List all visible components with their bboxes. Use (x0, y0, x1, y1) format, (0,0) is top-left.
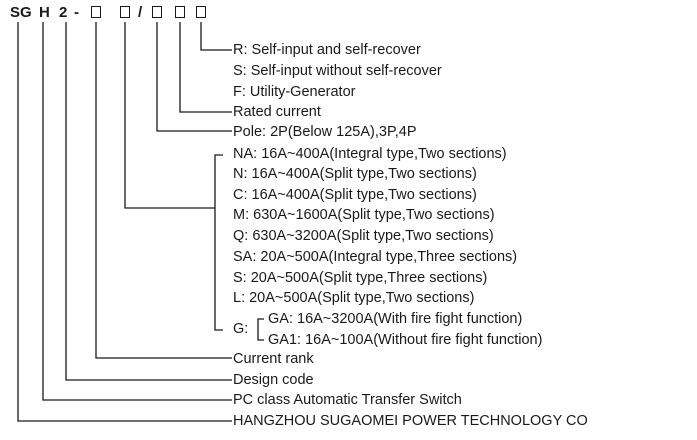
model-code-dash: - (74, 4, 79, 21)
model-code-slash: / (138, 4, 143, 21)
type-c: C: 16A~400A(Split type,Two sections) (233, 187, 477, 203)
connector-design-code (65, 22, 232, 381)
design-code-label: Design code (233, 372, 314, 388)
model-code-2: 2 (59, 4, 68, 21)
type-q: Q: 630A~3200A(Split type,Two sections) (233, 228, 494, 244)
type-box (120, 6, 130, 18)
pole-box (152, 6, 162, 18)
connector-rated-current (179, 22, 232, 113)
current-rank-label: Current rank (233, 351, 314, 367)
type-s: S: 20A~500A(Split type,Three sections) (233, 270, 488, 286)
connector-options (200, 22, 232, 51)
type-l: L: 20A~500A(Split type,Two sections) (233, 290, 475, 306)
connector-type (124, 22, 215, 209)
option-f: F: Utility-Generator (233, 84, 356, 100)
rated-current-box (175, 6, 185, 18)
current-rank-box (91, 6, 101, 18)
pc-class-label: PC class Automatic Transfer Switch (233, 392, 462, 408)
type-ga1: GA1: 16A~100A(Without fire fight functio… (268, 332, 543, 348)
type-n: N: 16A~400A(Split type,Two sections) (233, 166, 477, 182)
type-ga: GA: 16A~3200A(With fire fight function) (268, 311, 523, 327)
connector-company (17, 22, 232, 422)
type-bracket (214, 154, 223, 331)
connector-current-rank (95, 22, 232, 359)
ga-bracket (257, 318, 264, 341)
model-code-h: H (39, 4, 50, 21)
model-code-sg: SG (10, 4, 32, 21)
type-g: G: (233, 321, 249, 337)
connector-pole (156, 22, 232, 132)
option-box (196, 6, 206, 18)
type-na: NA: 16A~400A(Integral type,Two sections) (233, 146, 507, 162)
option-r: R: Self-input and self-recover (233, 42, 421, 58)
type-sa: SA: 20A~500A(Integral type,Three section… (233, 249, 518, 265)
company-label: HANGZHOU SUGAOMEI POWER TECHNOLOGY CO (233, 413, 588, 429)
type-m: M: 630A~1600A(Split type,Two sections) (233, 207, 495, 223)
pole-label: Pole: 2P(Below 125A),3P,4P (233, 124, 417, 140)
option-s: S: Self-input without self-recover (233, 63, 442, 79)
rated-current-label: Rated current (233, 104, 321, 120)
connector-pc-class (42, 22, 232, 401)
